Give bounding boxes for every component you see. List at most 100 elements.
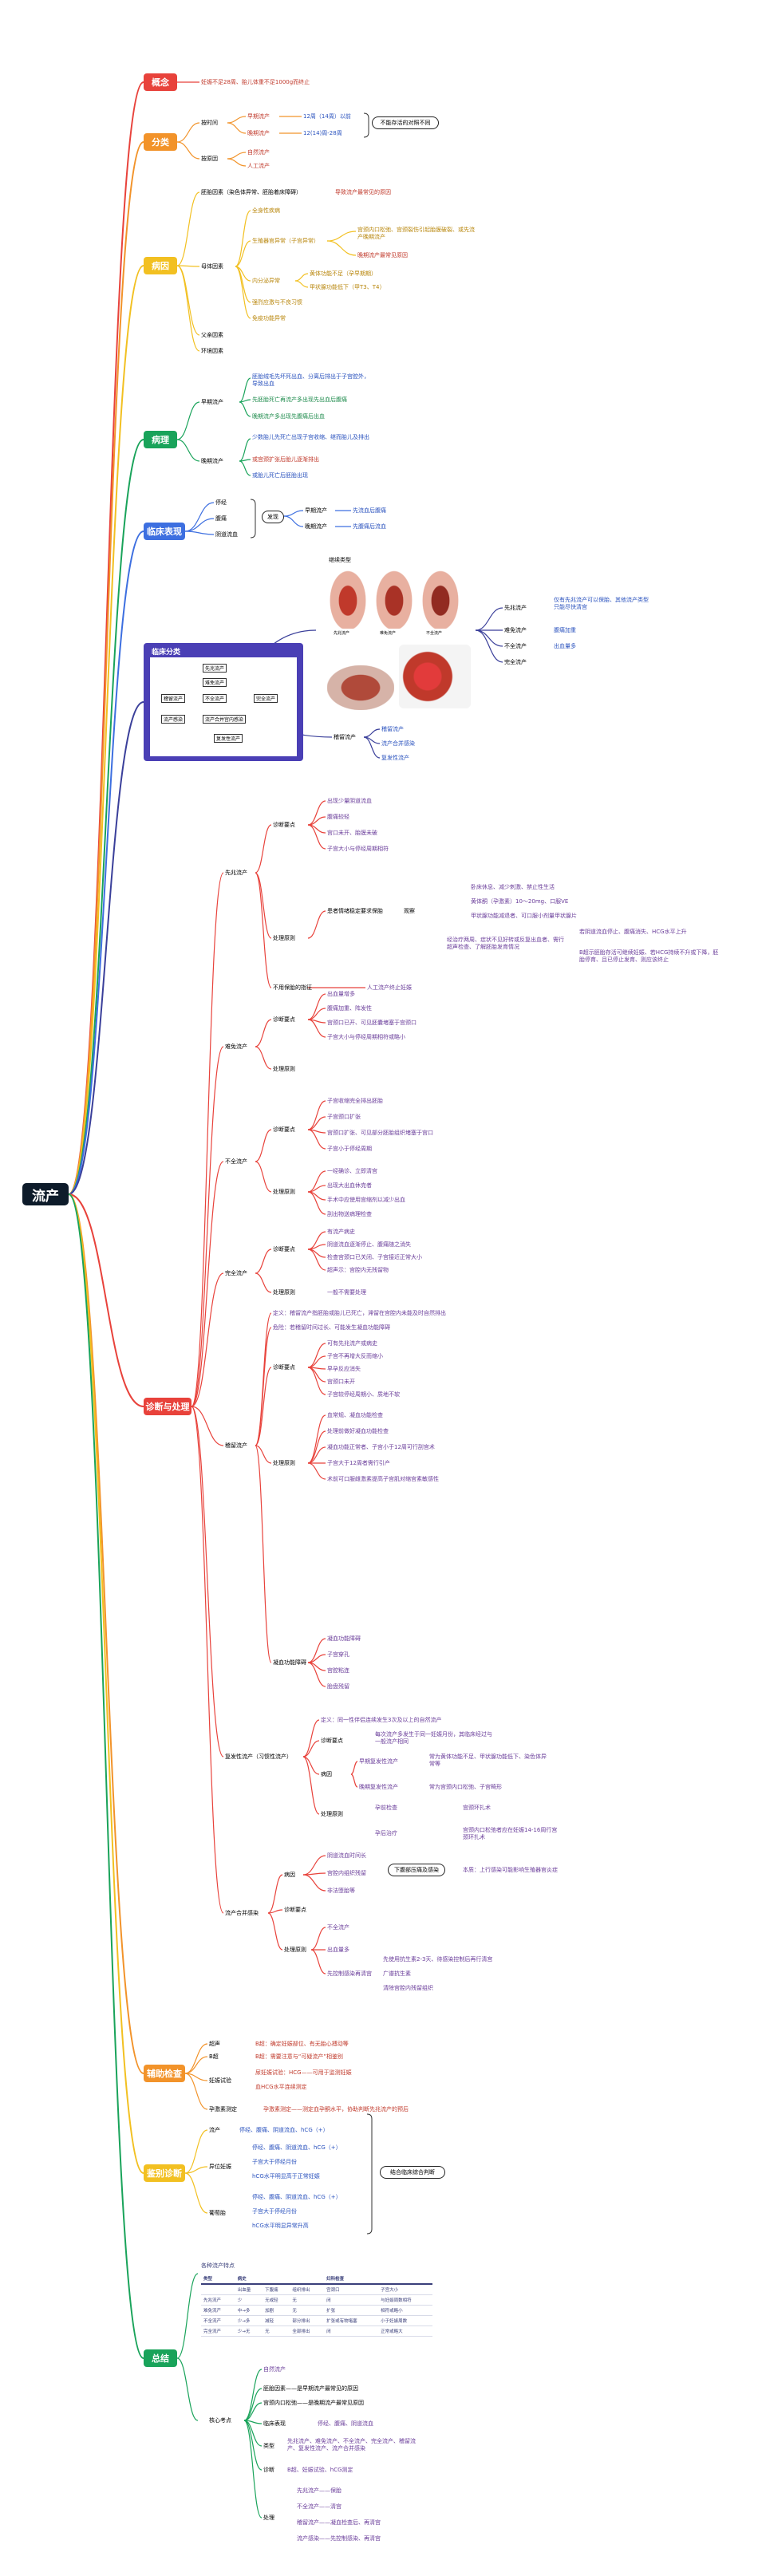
connector-line	[227, 122, 247, 134]
dx-missed-tx-item: 处理前做好凝血功能检查	[327, 1428, 389, 1434]
summary-table-row: 难免流产中→多加剧无扩张相符或略小	[201, 2305, 432, 2316]
dd-mole-d: hCG水平明显异常升高	[252, 2223, 309, 2229]
summary-table-cell: 子宫大小	[378, 2284, 432, 2295]
summary-core: 核心考点	[209, 2417, 231, 2424]
connector-line	[307, 824, 326, 850]
summary-table-cell	[263, 2274, 290, 2285]
dx-missed-tx-item: 凝血功能正常者、子宫小于12周可行刮宫术	[327, 1444, 435, 1450]
uterus-image	[327, 665, 394, 710]
connector-line	[255, 1129, 272, 1162]
connector-line	[283, 515, 304, 527]
summary-table-cell: 与妊娠周数相符	[378, 2294, 432, 2306]
summary-c6a: 稽留流产——凝血检查后、再清宫	[297, 2519, 381, 2526]
class-artificial: 人工流产	[247, 163, 270, 169]
clinical-early: 早期流产	[305, 507, 327, 514]
dx-comp-item: 阴道流血逐渐停止、腹痛随之消失	[327, 1241, 411, 1248]
category-diagnosis[interactable]: 诊断与处理	[144, 1398, 191, 1415]
connector-line	[307, 1191, 326, 1215]
dd-box: 结合临床综合判断	[380, 2166, 445, 2179]
connector-line	[307, 1430, 326, 1464]
connector-line	[243, 2402, 263, 2421]
connector-line	[176, 141, 200, 160]
connector-line	[68, 1193, 144, 2359]
summary-table-cell: 减轻	[263, 2315, 290, 2326]
dx-complete: 完全流产	[225, 1270, 247, 1276]
dx-tx-note2: 若阴道流血停止、腹痛消失、HCG水平上升	[579, 929, 687, 935]
type-threatened: 先兆流产	[504, 605, 527, 611]
category-clinical[interactable]: 临床表现	[144, 523, 185, 540]
connector-line	[307, 1462, 326, 1480]
dx-rec-cause: 病因	[321, 1771, 332, 1777]
connector-line	[243, 2388, 263, 2421]
aux-preg-test: 妊娠试验	[209, 2077, 231, 2084]
dx-missed-tx: 处理原则	[273, 1460, 295, 1466]
connector-line	[363, 728, 381, 738]
tissue-image	[399, 645, 471, 708]
connector-line	[326, 231, 357, 242]
connector-line	[302, 1874, 326, 1892]
class-natural: 自然流产	[247, 149, 270, 156]
connector-line	[191, 1046, 224, 1407]
category-cause[interactable]: 病因	[144, 257, 177, 274]
dx-rec-early-c: 常为黄体功能不足、甲状腺功能低下、染色体异常等	[429, 1753, 547, 1767]
dx-missed-item: 可有先兆流产或病史	[327, 1340, 377, 1347]
dx-comp-tx-item: 一般不需要处理	[327, 1289, 366, 1296]
dx-inf-tx-sub: 广谱抗生素	[383, 1970, 411, 1977]
dx-missed-risk-item: 子宫穿孔	[327, 1651, 349, 1658]
dx-inc-tx-item: 手术中应使用宫缩剂以减少出血	[327, 1197, 405, 1203]
dx-missed-def: 定义：稽留流产指胚胎或胎儿已死亡，滞留在宫腔内未能及时自然排出	[273, 1310, 446, 1316]
class-by-time: 按时间	[201, 120, 218, 126]
connector-line	[363, 736, 381, 759]
summary-table-cell: 少	[235, 2294, 263, 2306]
dx-inf-cause: 病因	[284, 1872, 295, 1878]
summary-c6a: 流产感染——先控制感染、再清宫	[297, 2535, 381, 2542]
dx-inf-dx: 诊断要点	[284, 1907, 306, 1913]
category-concept[interactable]: 概念	[144, 73, 177, 91]
class-late-desc: 12(14)周-28周	[303, 130, 342, 136]
flow-box: 先兆流产	[203, 664, 227, 673]
path-late: 晚期流产	[201, 458, 223, 464]
bracket-line	[366, 2113, 373, 2235]
connector-line	[191, 1406, 224, 1446]
connector-line	[255, 872, 272, 988]
connector-line	[475, 629, 503, 647]
connector-line	[68, 1193, 144, 2174]
uterus-image	[373, 566, 415, 629]
connector-line	[243, 2369, 263, 2421]
flow-box: 流产合并宫内感染	[203, 715, 247, 724]
dx-rec-late-c: 常为宫颈内口松弛、子宫畸形	[429, 1784, 502, 1790]
root-node[interactable]: 流产	[22, 1183, 69, 1205]
dd-ectopic-d: 子宫大于停经月份	[252, 2159, 297, 2165]
flow-box: 完全流产	[254, 694, 278, 703]
dx-comp-item: 有流产病史	[327, 1229, 355, 1235]
summary-table-cell: 先兆流产	[201, 2294, 235, 2306]
category-diff-diagnosis[interactable]: 鉴别诊断	[144, 2164, 185, 2182]
type-incomplete: 不全流产	[504, 643, 527, 649]
cause-stress: 强烈应激与不良习惯	[252, 299, 302, 306]
summary-c4a: 先兆流产、难免流产、不全流产、完全流产、稽留流产、复发性流产、流产合并感染	[287, 2438, 416, 2452]
cause-endocrine-a: 黄体功能不足（孕早期期）	[310, 270, 377, 277]
summary-table-cell: 完全流产	[201, 2326, 235, 2337]
connector-line	[176, 439, 200, 462]
dx-missed-risk-item: 凝血功能障碍	[327, 1635, 361, 1642]
connector-line	[235, 266, 251, 319]
img-caption: 难免流产	[380, 631, 397, 636]
cause-endocrine: 内分泌异常	[252, 278, 280, 284]
category-aux-exam[interactable]: 辅助检查	[144, 2065, 185, 2082]
dx-inf-cause-item: 非法堕胎等	[327, 1888, 355, 1894]
path-late-c: 或胎儿死亡后胚胎出现	[252, 472, 308, 479]
dx-missed-sx: 诊断要点	[273, 1364, 295, 1371]
dx-comp-sx: 诊断要点	[273, 1246, 295, 1252]
summary-table-cell: 扩张	[324, 2305, 379, 2316]
summary-table-cell: 少→无	[235, 2326, 263, 2337]
connector-line	[302, 1855, 326, 1876]
path-early-a: 胚胎绒毛先坏死出血、分离后排出于子宫腔外，导致出血	[252, 373, 369, 387]
type-infected: 流产合并感染	[381, 740, 415, 747]
category-summary[interactable]: 总结	[144, 2349, 177, 2367]
dx-missed-risk-item: 胎盘残留	[327, 1683, 349, 1690]
category-classification[interactable]: 分类	[144, 133, 177, 151]
dx-inc-item: 子宫收缩完全排出胚胎	[327, 1098, 383, 1104]
connector-line	[307, 1116, 326, 1130]
category-pathology[interactable]: 病理	[144, 431, 177, 448]
